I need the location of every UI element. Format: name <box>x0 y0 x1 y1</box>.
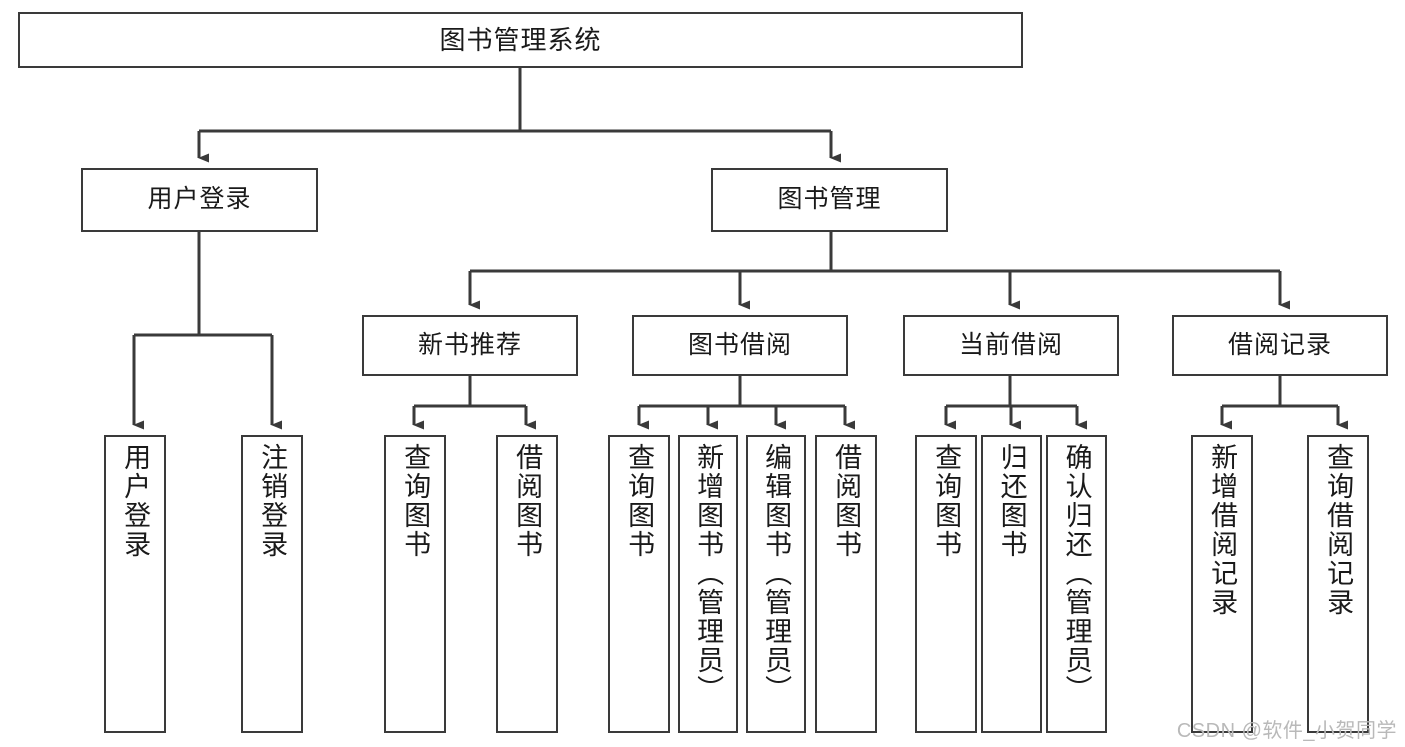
node-leaf-borrow-book-1[interactable]: 借阅图书 <box>496 435 558 733</box>
leaf-label: 新增借阅记录 <box>1207 443 1238 617</box>
node-current-borrow[interactable]: 当前借阅 <box>903 315 1119 376</box>
leaf-label: 编辑图书（管理员） <box>761 443 792 704</box>
node-leaf-query-book-3[interactable]: 查询图书 <box>915 435 977 733</box>
leaf-label: 借阅图书 <box>831 443 862 559</box>
node-leaf-add-book[interactable]: 新增图书（管理员） <box>678 435 738 733</box>
node-leaf-user-login[interactable]: 用户登录 <box>104 435 166 733</box>
node-leaf-borrow-book-2[interactable]: 借阅图书 <box>815 435 877 733</box>
leaf-label: 新增图书（管理员） <box>693 443 724 704</box>
leaf-label: 查询图书 <box>931 443 962 559</box>
node-leaf-query-book-2[interactable]: 查询图书 <box>608 435 670 733</box>
node-leaf-logout-login[interactable]: 注销登录 <box>241 435 303 733</box>
node-book-manage[interactable]: 图书管理 <box>711 168 948 232</box>
leaf-label: 确认归还（管理员） <box>1061 443 1092 704</box>
node-leaf-return-book[interactable]: 归还图书 <box>981 435 1042 733</box>
leaf-label: 查询借阅记录 <box>1323 443 1354 617</box>
node-leaf-edit-book[interactable]: 编辑图书（管理员） <box>746 435 806 733</box>
leaf-label: 查询图书 <box>400 443 431 559</box>
node-new-book-recommend[interactable]: 新书推荐 <box>362 315 578 376</box>
leaf-label: 用户登录 <box>120 443 151 559</box>
node-root[interactable]: 图书管理系统 <box>18 12 1023 68</box>
node-user-login[interactable]: 用户登录 <box>81 168 318 232</box>
node-leaf-query-record[interactable]: 查询借阅记录 <box>1307 435 1369 733</box>
leaf-label: 归还图书 <box>996 443 1027 559</box>
leaf-label: 借阅图书 <box>512 443 543 559</box>
watermark-text: CSDN @软件_小贺同学 <box>1176 720 1397 742</box>
leaf-label: 注销登录 <box>257 443 288 559</box>
node-book-borrow[interactable]: 图书借阅 <box>632 315 848 376</box>
node-leaf-query-book-1[interactable]: 查询图书 <box>384 435 446 733</box>
node-leaf-confirm-return[interactable]: 确认归还（管理员） <box>1046 435 1107 733</box>
node-borrow-record[interactable]: 借阅记录 <box>1172 315 1388 376</box>
node-leaf-add-record[interactable]: 新增借阅记录 <box>1191 435 1253 733</box>
leaf-label: 查询图书 <box>624 443 655 559</box>
